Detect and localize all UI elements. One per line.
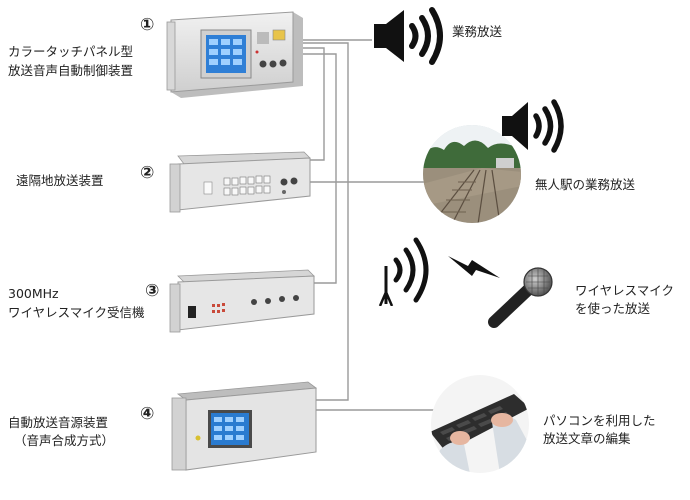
device-3-wireless-receiver <box>169 269 315 333</box>
station-speaker-icon <box>502 99 564 153</box>
pc-editing-label-line-2: 放送文章の編集 <box>543 431 631 446</box>
device-1-number: ① <box>140 15 155 35</box>
microphone-icon <box>488 267 553 328</box>
device-4-label-line-2: （音声合成方式） <box>14 433 115 448</box>
speaker-icon <box>374 7 443 65</box>
device-4-label-line-1: 自動放送音源装置 <box>8 415 109 430</box>
wire-device1-device4 <box>300 42 349 401</box>
device-3-number: ③ <box>145 281 160 301</box>
device-2-label: 遠隔地放送装置 <box>16 173 104 188</box>
device-1-touch-panel-controller <box>166 11 303 98</box>
lightning-icon <box>448 256 500 278</box>
wireless-mic-label-line-1: ワイヤレスマイク <box>575 283 675 298</box>
device-2-remote-broadcast-unit <box>169 151 311 213</box>
wire-device1-device3 <box>300 53 337 284</box>
device-4-voice-synth-unit <box>171 381 318 471</box>
device-3-label-line-2: ワイヤレスマイク受信機 <box>8 305 145 320</box>
unmanned-station-label: 無人駅の業務放送 <box>535 177 636 192</box>
device-1-label-line-1: カラータッチパネル型 <box>8 44 134 59</box>
device-4-number: ④ <box>140 404 155 424</box>
device-2-number: ② <box>140 163 155 183</box>
business-broadcast-label: 業務放送 <box>452 24 503 39</box>
pc-keyboard-photo <box>431 375 529 473</box>
device-1-label-line-2: 放送音声自動制御装置 <box>8 63 134 78</box>
antenna-icon <box>378 237 429 306</box>
wire-device1-device2 <box>300 47 325 161</box>
pc-editing-label-line-1: パソコンを利用した <box>543 413 656 428</box>
device-3-label-line-1: 300MHz <box>8 286 59 301</box>
wireless-mic-label-line-2: を使った放送 <box>575 301 651 316</box>
